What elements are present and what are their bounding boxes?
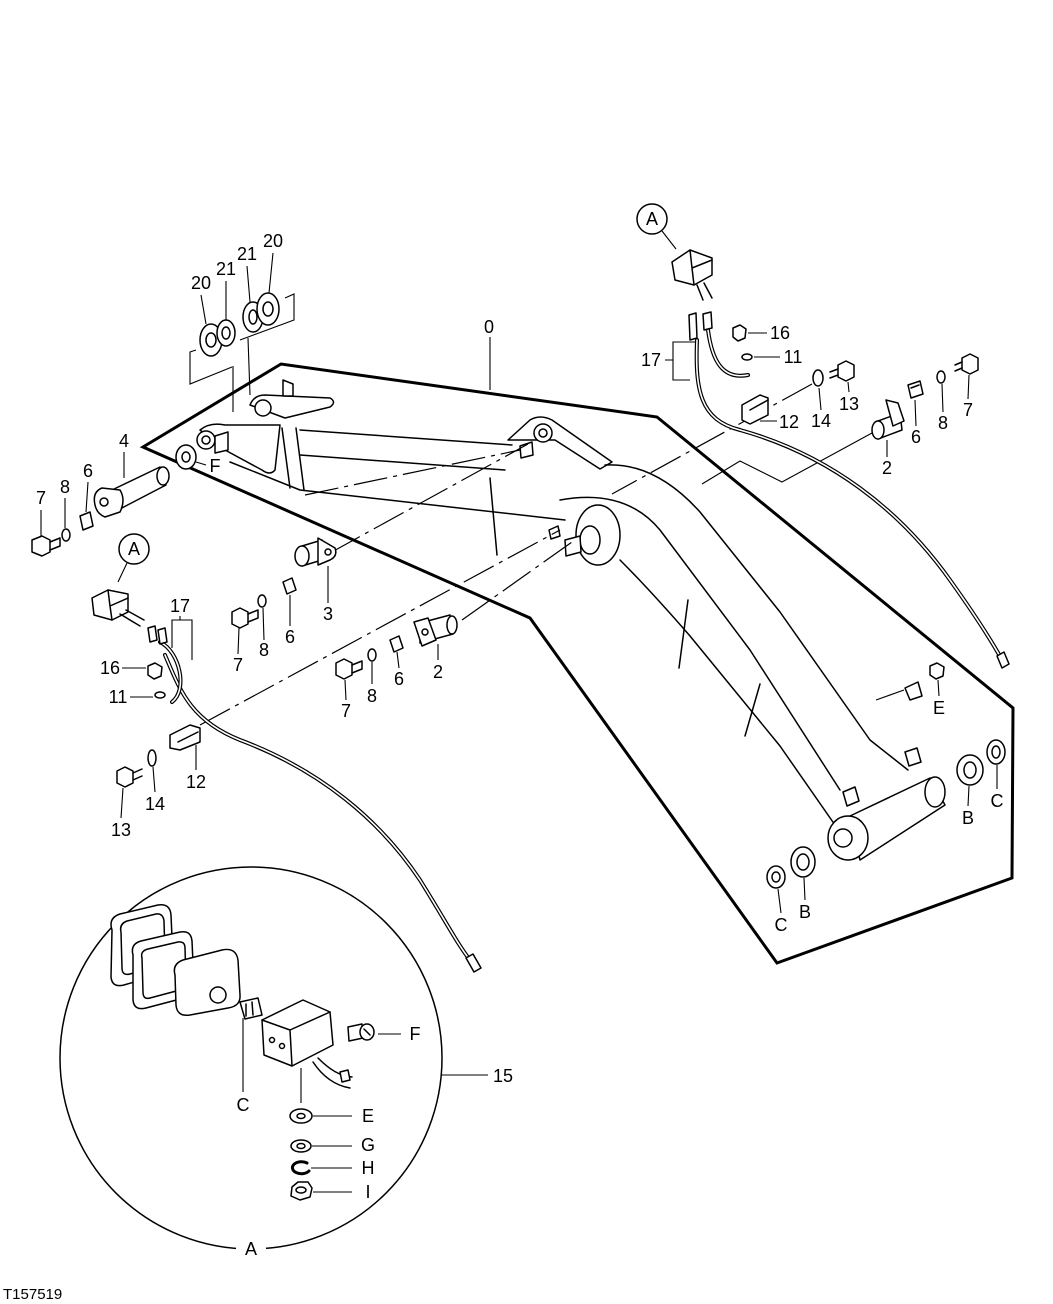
pin-2-right: [871, 353, 979, 457]
callout-label: 13: [839, 394, 859, 414]
callout-label: I: [365, 1182, 370, 1202]
callout-label: H: [362, 1158, 375, 1178]
foot-pin: [93, 452, 170, 518]
callout-label: 11: [109, 687, 128, 707]
callout-label: 12: [186, 772, 206, 792]
work-lamp-left: [91, 562, 201, 819]
callout-label: C: [991, 791, 1004, 811]
work-lamp-right: [661, 230, 780, 381]
callout-label: G: [361, 1135, 375, 1155]
callout-label: E: [362, 1106, 374, 1126]
callout-label: 17: [641, 350, 661, 370]
detail-a-inset: [59, 866, 488, 1260]
callout-label: 17: [170, 596, 190, 616]
callout-label: 7: [233, 655, 243, 675]
callout-label: 6: [83, 461, 93, 481]
pin-2-middle: [335, 614, 458, 701]
callout-label: C: [237, 1095, 250, 1115]
figure-id: T157519: [3, 1286, 62, 1303]
foot-pin-hardware: [31, 481, 94, 557]
callout-label: B: [962, 808, 974, 828]
callout-label: 2: [433, 662, 443, 682]
callout-label: A: [245, 1239, 257, 1259]
lamp-cable-right: [694, 328, 1010, 669]
callout-label: 21: [216, 259, 236, 279]
callout-label: 7: [36, 488, 46, 508]
reference-circle-a-left: [118, 533, 150, 565]
callout-labels: A 20 21 21 20 0 17 16 11 13 14 12 6 8 7 …: [36, 209, 1004, 1259]
callout-label: 14: [145, 794, 165, 814]
foot-sleeve: [175, 444, 207, 470]
centre-lines: [199, 337, 873, 726]
callout-label: 6: [394, 669, 404, 689]
callout-label: 7: [963, 400, 973, 420]
callout-label: 12: [779, 412, 799, 432]
callout-label: 21: [237, 244, 257, 264]
callout-label: E: [933, 698, 945, 718]
boom: [196, 379, 946, 861]
boom-assembly-outline: [139, 362, 1015, 965]
callout-label: A: [128, 539, 140, 559]
callout-label: B: [799, 902, 811, 922]
callout-label: 8: [60, 477, 70, 497]
callout-label: 8: [938, 413, 948, 433]
callout-label: 6: [285, 627, 295, 647]
callout-label: 2: [882, 458, 892, 478]
callout-label: F: [410, 1024, 421, 1044]
callout-label: F: [210, 456, 221, 476]
callout-label: 20: [191, 273, 211, 293]
callout-label: 7: [341, 701, 351, 721]
cable-clamp-right: [741, 360, 855, 425]
lamp-cable-left: [158, 640, 482, 973]
callout-label: 6: [911, 427, 921, 447]
callout-label: 13: [111, 820, 131, 840]
callout-label: A: [646, 209, 658, 229]
callout-label: 8: [367, 686, 377, 706]
callout-label: C: [775, 915, 788, 935]
callout-label: 20: [263, 231, 283, 251]
callout-label: 11: [784, 347, 803, 367]
callout-label: 16: [770, 323, 790, 343]
callout-label: 16: [100, 658, 120, 678]
pin-3: [231, 537, 337, 655]
callout-label: 15: [493, 1066, 513, 1086]
reference-circle-a-right: [636, 203, 668, 235]
callout-label: 0: [484, 317, 494, 337]
callout-label: 4: [119, 431, 129, 451]
callout-label: 3: [323, 604, 333, 624]
callout-label: 14: [811, 411, 831, 431]
callout-label: 8: [259, 640, 269, 660]
washers-20-21: [189, 252, 295, 412]
end-bushings: [766, 662, 1006, 914]
